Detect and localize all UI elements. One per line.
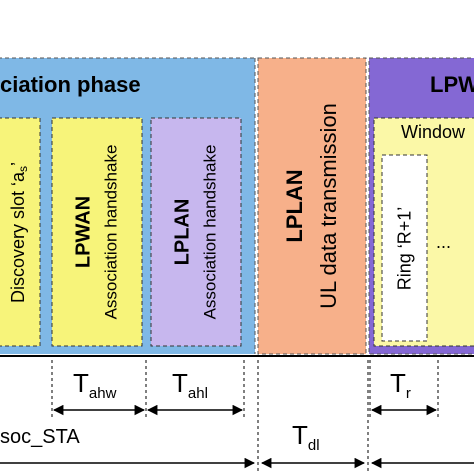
window-label: Window [401,122,466,142]
lplan-ul-transmission-block [257,57,367,355]
discovery-slot-block [0,117,41,347]
tahl-label: Tahl [172,368,208,402]
lplan-association-slot [150,117,242,347]
ring-slot [381,154,428,342]
assoc-sta-label: soc_STA [0,426,80,448]
tahw-label: Tahw [73,368,117,402]
discovery-slot-label: Discovery slot ‘as’ [8,161,31,303]
lplan-association-label: LPLAN Association handshake [171,144,219,320]
ellipsis: ... [436,232,452,252]
association-phase-title: ciation phase [0,72,141,97]
lpwan-association-slot [51,117,143,347]
tr-label: Tr [390,368,411,402]
lpwan-association-label: LPWAN Association handshake [72,144,120,320]
lpwan-phase-title: LPW [430,72,474,97]
lplan-ul-label: LPLAN UL data transmission [282,103,341,309]
ring-label: Ring ‘R+1’ [394,206,415,290]
tdl-label: Tdl [292,420,320,454]
